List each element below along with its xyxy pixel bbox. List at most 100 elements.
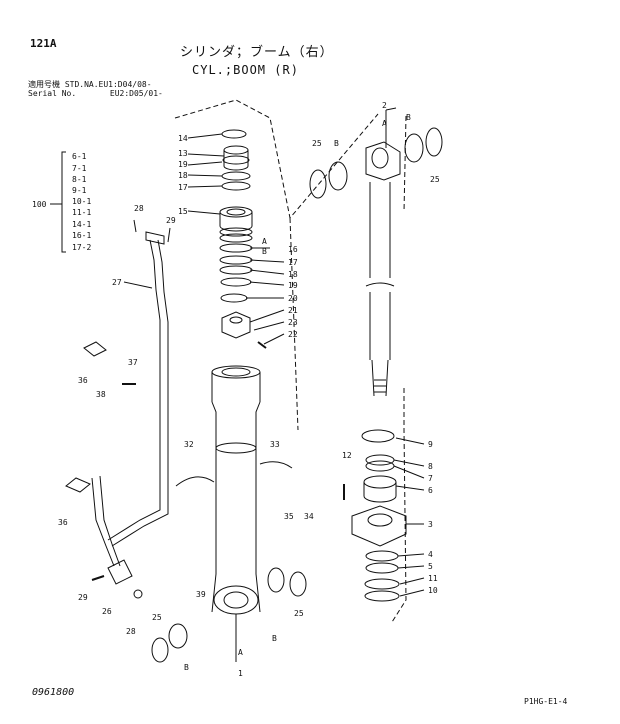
group-item: 16-1 xyxy=(72,231,91,240)
callout-21: 21 xyxy=(288,306,298,315)
callout-26: 26 xyxy=(102,607,112,616)
part-13-bushing xyxy=(223,150,249,171)
callout-36: 36 xyxy=(78,376,88,385)
callout-23: 23 xyxy=(288,318,298,327)
part-8-ring xyxy=(365,454,395,466)
group-bracket xyxy=(61,151,66,253)
callout-1: 1 xyxy=(238,669,243,678)
part-25-bushing-d xyxy=(168,623,188,649)
footer-code-left: 0961800 xyxy=(32,687,75,698)
part-16-ring xyxy=(219,243,253,253)
part-25-bushing-b xyxy=(404,133,424,163)
callout-34: 34 xyxy=(304,512,314,521)
part-6-piston xyxy=(363,482,397,503)
group-item: 11-1 xyxy=(72,208,91,217)
group-item: 6-1 xyxy=(72,152,87,161)
rod-thread xyxy=(374,379,386,393)
callout-16: 16 xyxy=(288,245,298,254)
serial-value-2: EU2:D05/01- xyxy=(109,89,163,98)
part-18-ring xyxy=(221,171,251,181)
part-19b-ring xyxy=(220,277,252,287)
part-36-hose xyxy=(91,477,115,567)
callout-labels: 6-1 7-1 8-1 9-1 10-1 11-1 14-1 16-1 17-2… xyxy=(32,101,440,678)
callout-13: 13 xyxy=(178,149,188,158)
callout-25: 25 xyxy=(430,175,440,184)
callout-38: 38 xyxy=(96,390,106,399)
callout-11: 11 xyxy=(428,574,438,583)
part-10-ring xyxy=(364,590,400,602)
callout-2: 2 xyxy=(382,101,387,110)
callout-19: 19 xyxy=(178,160,188,169)
callout-37: 37 xyxy=(128,358,138,367)
part-20-ring xyxy=(220,293,248,303)
serial-label-en: Serial No. xyxy=(28,89,77,98)
part-17-ring xyxy=(221,181,251,191)
callout-19b: 19 xyxy=(288,281,298,290)
callout-6: 6 xyxy=(428,486,433,495)
callout-39: 39 xyxy=(196,590,206,599)
callout-15: 15 xyxy=(178,207,188,216)
callout-29: 29 xyxy=(166,216,176,225)
part-25-bushing-a xyxy=(328,161,348,191)
part-4-ring xyxy=(365,550,399,562)
part-9-ring xyxy=(361,429,395,443)
part-1-eye xyxy=(213,585,259,615)
label-A: A xyxy=(382,119,387,128)
part-19-ring xyxy=(222,155,250,165)
callout-18: 18 xyxy=(178,171,188,180)
callout-14: 14 xyxy=(178,134,188,143)
part-29-bolt xyxy=(91,575,105,581)
part-27-pipe xyxy=(107,239,161,541)
callout-9: 9 xyxy=(428,440,433,449)
part-1-tube xyxy=(215,448,257,574)
callout-12: 12 xyxy=(342,451,352,460)
footer-code-right: P1HG-E1-4 xyxy=(524,697,568,706)
part-5-ring xyxy=(365,562,399,574)
label-B: B xyxy=(272,634,277,643)
callout-28: 28 xyxy=(126,627,136,636)
part-33-band xyxy=(259,461,293,469)
group-item: 9-1 xyxy=(72,186,87,195)
part-14-ring xyxy=(221,129,247,139)
part-26-elbow xyxy=(107,559,133,585)
label-B: B xyxy=(406,113,411,122)
label-B: B xyxy=(262,247,267,256)
callout-35: 35 xyxy=(284,512,294,521)
label-B: B xyxy=(184,663,189,672)
page-number: 121A xyxy=(30,37,57,50)
callout-8: 8 xyxy=(428,462,433,471)
serial-value-1: STD.NA.EU1:D04/08- xyxy=(64,80,152,89)
part-28-plug xyxy=(133,589,143,599)
callout-5: 5 xyxy=(428,562,433,571)
part-11-ring xyxy=(364,578,400,590)
callout-25: 25 xyxy=(312,139,322,148)
callout-20: 20 xyxy=(288,294,298,303)
label-A: A xyxy=(238,648,243,657)
assembly-outline xyxy=(174,99,379,220)
group-item: 10-1 xyxy=(72,197,91,206)
serial-label-jp: 適用号機 xyxy=(28,80,60,89)
group-item: 8-1 xyxy=(72,175,87,184)
part-18b-ring xyxy=(219,265,253,275)
part-1-head-flange xyxy=(211,372,261,402)
callout-4: 4 xyxy=(428,550,433,559)
group-item: 14-1 xyxy=(72,220,91,229)
group-item: 17-2 xyxy=(72,243,91,252)
callout-22: 22 xyxy=(288,330,298,339)
part-3-piston-nut xyxy=(351,505,407,547)
label-A: A xyxy=(262,237,267,246)
callout-28: 28 xyxy=(134,204,144,213)
part-17b-ring xyxy=(219,255,253,265)
callout-18b: 18 xyxy=(288,270,298,279)
part-2-rod-eye xyxy=(365,141,401,181)
part-36-clamp xyxy=(65,477,91,493)
callout-33: 33 xyxy=(270,440,280,449)
title-japanese: シリンダ；ブーム（右） xyxy=(180,45,334,60)
callout-17: 17 xyxy=(178,183,188,192)
callout-25: 25 xyxy=(152,613,162,622)
serial-info: 適用号機 STD.NA.EU1:D04/08- Serial No. EU2:D… xyxy=(28,80,163,98)
part-15-head xyxy=(219,212,253,232)
callout-32: 32 xyxy=(184,440,194,449)
part-22-screw xyxy=(257,341,267,349)
